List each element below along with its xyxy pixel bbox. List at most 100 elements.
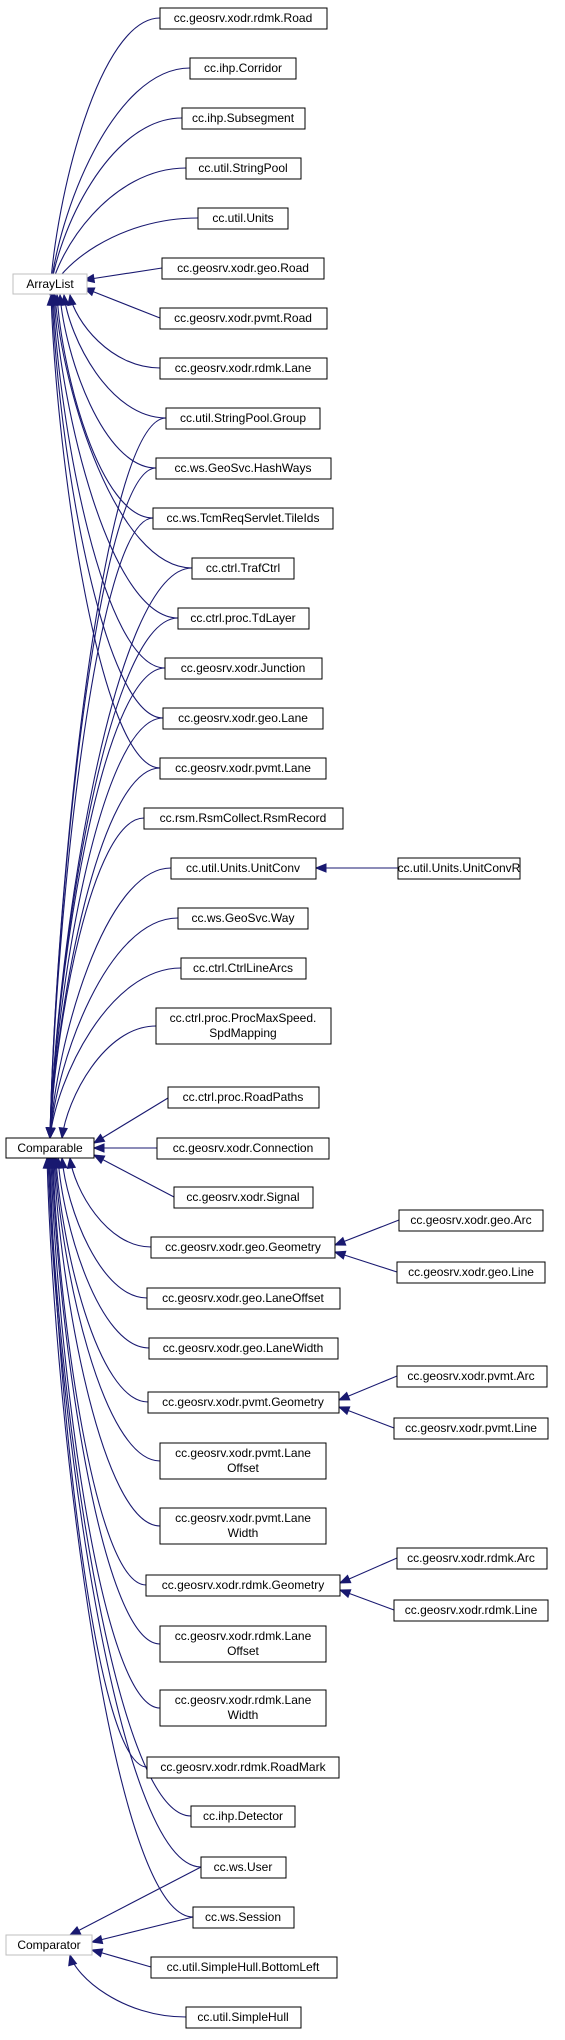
node-geo-lanewidth-label: cc.geosrv.xodr.geo.LaneWidth [163, 1341, 324, 1355]
node-rdmk-arc[interactable]: cc.geosrv.xodr.rdmk.Arc [396, 1547, 548, 1570]
node-ihp-detector[interactable]: cc.ihp.Detector [190, 1805, 296, 1828]
node-pvmt-laneoffset-label-line1: cc.geosrv.xodr.pvmt.Lane [175, 1446, 311, 1460]
node-stringpool-group-label: cc.util.StringPool.Group [180, 411, 306, 425]
node-units-unitconv[interactable]: cc.util.Units.UnitConv [170, 857, 317, 880]
node-rdmk-lane[interactable]: cc.geosrv.xodr.rdmk.Lane [159, 357, 328, 380]
node-xodr-junction[interactable]: cc.geosrv.xodr.Junction [164, 657, 323, 680]
node-rdmk-arc-label: cc.geosrv.xodr.rdmk.Arc [407, 1551, 535, 1565]
node-geo-arc[interactable]: cc.geosrv.xodr.geo.Arc [398, 1209, 544, 1232]
node-rdmk-laneoffset[interactable]: cc.geosrv.xodr.rdmk.LaneOffset [159, 1625, 327, 1663]
node-proc-roadpaths[interactable]: cc.ctrl.proc.RoadPaths [167, 1086, 320, 1109]
node-xodr-junction-label: cc.geosrv.xodr.Junction [181, 661, 306, 675]
node-pvmt-line[interactable]: cc.geosrv.xodr.pvmt.Line [393, 1417, 549, 1440]
edge-pvmt-road-arraylist [82, 287, 161, 319]
node-rdmk-road-label: cc.geosrv.xodr.rdmk.Road [174, 11, 313, 25]
node-xodr-connection[interactable]: cc.geosrv.xodr.Connection [156, 1137, 330, 1160]
edge-xodr-connection-comparable [92, 1143, 157, 1153]
node-pvmt-line-label: cc.geosrv.xodr.pvmt.Line [405, 1421, 537, 1435]
node-procmaxspeed-label-line1: cc.ctrl.proc.ProcMaxSpeed. [170, 1011, 317, 1025]
node-rdmk-geometry-label: cc.geosrv.xodr.rdmk.Geometry [162, 1578, 325, 1592]
node-geo-lanewidth[interactable]: cc.geosrv.xodr.geo.LaneWidth [148, 1337, 339, 1360]
node-geo-laneoffset[interactable]: cc.geosrv.xodr.geo.LaneOffset [146, 1287, 341, 1310]
edge-pvmt-lane-comparable [45, 767, 161, 1140]
node-comparable[interactable]: Comparable [5, 1137, 95, 1159]
node-pvmt-arc[interactable]: cc.geosrv.xodr.pvmt.Arc [396, 1365, 548, 1388]
node-tcm-tileids[interactable]: cc.ws.TcmReqServlet.TileIds [152, 507, 334, 530]
edge-unitconvr-unitconv [314, 863, 398, 873]
node-ws-user[interactable]: cc.ws.User [200, 1856, 287, 1879]
edge-rdmk-line-rdmk-geometry [338, 1589, 395, 1611]
node-util-units-label: cc.util.Units [212, 211, 273, 225]
edge-stringpool-group-comparable [45, 417, 167, 1140]
node-pvmt-lanewidth[interactable]: cc.geosrv.xodr.pvmt.LaneWidth [159, 1507, 327, 1545]
node-rdmk-lanewidth[interactable]: cc.geosrv.xodr.rdmk.LaneWidth [159, 1689, 327, 1727]
node-geosvc-way[interactable]: cc.ws.GeoSvc.Way [177, 907, 309, 930]
edge-ws-user-comparator [68, 1866, 202, 1936]
node-hull-bottomleft[interactable]: cc.util.SimpleHull.BottomLeft [150, 1956, 338, 1979]
node-util-simplehull[interactable]: cc.util.SimpleHull [185, 2006, 302, 2029]
edge-ws-session-comparator [90, 1916, 194, 1945]
node-rsm-record[interactable]: cc.rsm.RsmCollect.RsmRecord [143, 807, 344, 830]
node-pvmt-geometry[interactable]: cc.geosrv.xodr.pvmt.Geometry [147, 1391, 340, 1414]
node-geosvc-way-label: cc.ws.GeoSvc.Way [192, 911, 295, 925]
node-geo-line-label: cc.geosrv.xodr.geo.Line [408, 1265, 534, 1279]
node-ctrl-ctrllinearcs-label: cc.ctrl.CtrlLineArcs [193, 961, 293, 975]
node-rsm-record-label: cc.rsm.RsmCollect.RsmRecord [160, 811, 327, 825]
node-ctrl-ctrllinearcs[interactable]: cc.ctrl.CtrlLineArcs [180, 957, 307, 980]
node-geo-road[interactable]: cc.geosrv.xodr.geo.Road [161, 257, 325, 280]
node-rdmk-line[interactable]: cc.geosrv.xodr.rdmk.Line [393, 1599, 549, 1622]
node-rdmk-lanewidth-label-line2: Width [228, 1708, 259, 1722]
node-ihp-subsegment[interactable]: cc.ihp.Subsegment [181, 107, 306, 130]
node-stringpool-group[interactable]: cc.util.StringPool.Group [165, 407, 321, 430]
edge-rdmk-arc-rdmk-geometry [338, 1557, 398, 1584]
node-rdmk-roadmark-label: cc.geosrv.xodr.rdmk.RoadMark [160, 1760, 326, 1774]
node-pvmt-road[interactable]: cc.geosrv.xodr.pvmt.Road [159, 307, 328, 330]
node-geo-road-label: cc.geosrv.xodr.geo.Road [177, 261, 309, 275]
node-rdmk-roadmark[interactable]: cc.geosrv.xodr.rdmk.RoadMark [146, 1756, 340, 1779]
edge-util-simplehull-comparator [68, 1953, 187, 2018]
node-rdmk-lane-label: cc.geosrv.xodr.rdmk.Lane [175, 361, 312, 375]
node-ihp-subsegment-label: cc.ihp.Subsegment [192, 111, 295, 125]
node-proc-tdlayer-label: cc.ctrl.proc.TdLayer [190, 611, 295, 625]
edge-geo-road-arraylist [82, 267, 163, 284]
node-proc-roadpaths-label: cc.ctrl.proc.RoadPaths [183, 1090, 304, 1104]
node-rdmk-laneoffset-label-line1: cc.geosrv.xodr.rdmk.Lane [175, 1629, 312, 1643]
node-util-stringpool[interactable]: cc.util.StringPool [185, 157, 302, 180]
node-geo-geometry[interactable]: cc.geosrv.xodr.geo.Geometry [150, 1236, 336, 1259]
node-ws-session-label: cc.ws.Session [205, 1910, 281, 1924]
node-units-unitconvr-label: cc.util.Units.UnitConvR [398, 861, 521, 875]
edge-geo-arc-geo-geometry [333, 1219, 400, 1246]
node-ws-session[interactable]: cc.ws.Session [192, 1906, 295, 1929]
node-comparator[interactable]: Comparator [5, 1934, 93, 1956]
edge-hull-bottomleft-comparator [90, 1948, 152, 1968]
node-geosvc-hashways-label: cc.ws.GeoSvc.HashWays [175, 461, 312, 475]
node-ihp-corridor[interactable]: cc.ihp.Corridor [189, 57, 297, 80]
node-geo-line[interactable]: cc.geosrv.xodr.geo.Line [396, 1261, 546, 1284]
node-rdmk-road[interactable]: cc.geosrv.xodr.rdmk.Road [159, 7, 328, 30]
node-xodr-signal[interactable]: cc.geosrv.xodr.Signal [173, 1186, 314, 1209]
edge-ctrl-ctrllinearcs-comparable [46, 967, 182, 1140]
node-procmaxspeed-label-line2: SpdMapping [209, 1026, 276, 1040]
node-procmaxspeed-spdmapping[interactable]: cc.ctrl.proc.ProcMaxSpeed.SpdMapping [155, 1007, 332, 1045]
node-arraylist-label: ArrayList [26, 277, 74, 291]
node-xodr-signal-label: cc.geosrv.xodr.Signal [186, 1190, 299, 1204]
edge-proc-roadpaths-comparable [92, 1097, 169, 1144]
node-util-units[interactable]: cc.util.Units [197, 207, 289, 230]
node-proc-tdlayer[interactable]: cc.ctrl.proc.TdLayer [177, 607, 310, 630]
node-comparable-label: Comparable [17, 1141, 83, 1155]
node-pvmt-laneoffset[interactable]: cc.geosrv.xodr.pvmt.LaneOffset [159, 1442, 327, 1480]
edge-xodr-signal-comparable [92, 1154, 175, 1198]
edge-geo-line-geo-geometry [333, 1250, 398, 1273]
node-ctrl-trafctrl[interactable]: cc.ctrl.TrafCtrl [191, 557, 295, 580]
node-rdmk-geometry[interactable]: cc.geosrv.xodr.rdmk.Geometry [145, 1574, 341, 1597]
node-units-unitconvr[interactable]: cc.util.Units.UnitConvR [397, 857, 521, 880]
node-pvmt-arc-label: cc.geosrv.xodr.pvmt.Arc [407, 1369, 534, 1383]
edge-pvmt-arc-pvmt-geometry [337, 1375, 398, 1401]
node-comparator-label: Comparator [17, 1938, 80, 1952]
node-arraylist[interactable]: ArrayList [12, 273, 88, 295]
node-ihp-detector-label: cc.ihp.Detector [203, 1809, 283, 1823]
node-pvmt-lane[interactable]: cc.geosrv.xodr.pvmt.Lane [159, 757, 327, 780]
node-geo-lane[interactable]: cc.geosrv.xodr.geo.Lane [162, 707, 324, 730]
node-geosvc-hashways[interactable]: cc.ws.GeoSvc.HashWays [155, 457, 332, 480]
